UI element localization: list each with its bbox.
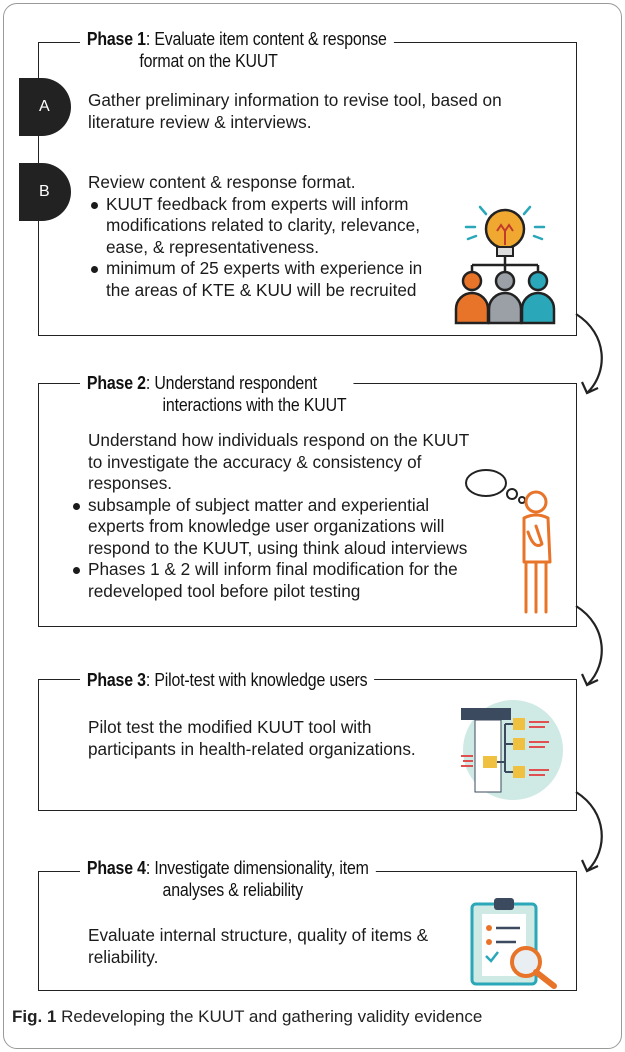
phase-1-title-line2: format on the KUUT — [139, 50, 278, 71]
step-b-tab: B — [19, 163, 71, 221]
step-b-letter: B — [39, 183, 50, 200]
phase-4-text: Evaluate internal structure, quality of … — [88, 925, 429, 967]
step-b-intro: Review content & response format. — [88, 172, 356, 192]
lightbulb-people-icon — [454, 205, 556, 325]
phase-4-label: Phase 4 — [86, 857, 146, 878]
caption-text: Redeveloping the KUUT and gathering vali… — [56, 1007, 483, 1026]
phase-4-title: Phase 4: Investigate dimensionality, ite… — [80, 857, 376, 901]
figure-frame — [3, 3, 622, 1049]
connector-arrow-1 — [575, 313, 603, 395]
phase-1-box — [38, 42, 577, 336]
caption-label: Fig. 1 — [12, 1007, 57, 1026]
list-item: minimum of 25 experts with experience in… — [88, 258, 433, 301]
phase-1-title: Phase 1: Evaluate item content & respons… — [80, 28, 394, 72]
step-a-text: Gather preliminary information to revise… — [88, 90, 502, 132]
phase-3-title: Phase 3: Pilot-test with knowledge users — [80, 669, 375, 691]
step-a-letter: A — [39, 98, 50, 115]
step-b-content: Review content & response format. KUUT f… — [88, 172, 433, 301]
phase-1-label: Phase 1 — [86, 28, 146, 49]
list-item: Phases 1 & 2 will inform final modificat… — [70, 559, 478, 602]
org-chart-icon — [461, 700, 563, 800]
phase-1-title-line1: : Evaluate item content & response — [145, 28, 387, 49]
phase-2-box — [38, 383, 577, 627]
connector-arrow-3 — [575, 791, 603, 873]
phase-2-title-line2: interactions with the KUUT — [162, 394, 347, 415]
phase-4-title-line1: : Investigate dimensionality, item — [145, 857, 369, 878]
phase-2-title: Phase 2: Understand respondent interacti… — [80, 372, 354, 416]
connector-arrow-2 — [575, 605, 603, 687]
phase-3-text: Pilot test the modified KUUT tool with p… — [88, 717, 416, 759]
step-a-tab: A — [19, 78, 71, 136]
phase-3-label: Phase 3 — [86, 669, 146, 690]
phase-2-bullets: subsample of subject matter and experien… — [70, 495, 478, 603]
clipboard-search-icon — [470, 898, 557, 989]
step-b-bullets: KUUT feedback from experts will inform m… — [88, 194, 433, 302]
phase-3-title-line1: : Pilot-test with knowledge users — [145, 669, 368, 690]
phase-4-title-line2: analyses & reliability — [162, 879, 304, 900]
phase-2-label: Phase 2 — [86, 372, 146, 393]
phase-2-content: Understand how individuals respond on th… — [73, 430, 478, 602]
list-item: KUUT feedback from experts will inform m… — [88, 194, 433, 259]
phase-2-intro: Understand how individuals respond on th… — [88, 430, 469, 493]
list-item: subsample of subject matter and experien… — [70, 495, 478, 560]
figure-caption: Fig. 1 Redeveloping the KUUT and gatheri… — [12, 1007, 482, 1027]
thinking-person-icon — [465, 469, 552, 614]
phase-2-title-line1: : Understand respondent — [145, 372, 318, 393]
